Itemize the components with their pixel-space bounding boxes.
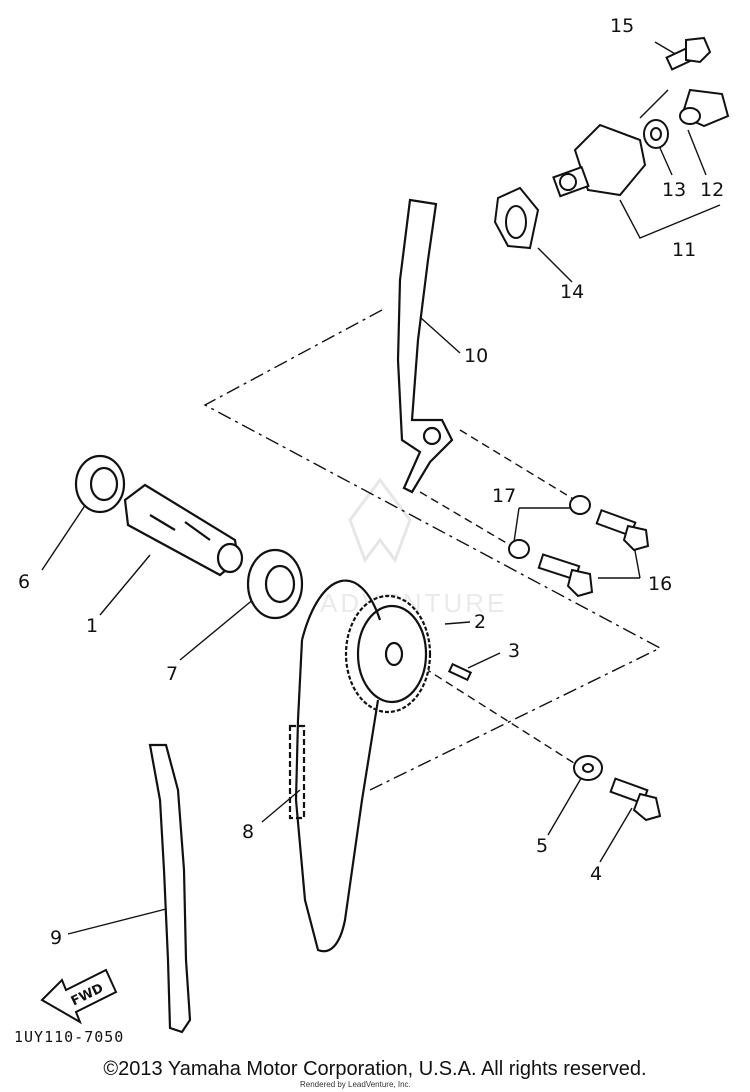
callout-15: 15 — [610, 15, 634, 37]
part-8-chain — [288, 579, 382, 953]
callout-1: 1 — [86, 615, 98, 637]
callout-11: 11 — [672, 239, 696, 261]
callout-3: 3 — [508, 640, 520, 662]
callout-2: 2 — [474, 611, 486, 633]
callout-12: 12 — [700, 179, 724, 201]
fwd-arrow: FWD — [40, 968, 118, 1025]
callout-10: 10 — [464, 345, 488, 367]
part-1-camshaft — [123, 483, 244, 577]
callout-7: 7 — [166, 663, 178, 685]
callout-14: 14 — [560, 281, 584, 303]
callout-4: 4 — [590, 863, 602, 885]
callout-5: 5 — [536, 835, 548, 857]
assembly-frame — [203, 309, 662, 791]
callout-16: 16 — [648, 573, 672, 595]
part-10-guide — [396, 198, 454, 494]
part-13-washer — [643, 119, 669, 149]
part-12-plug — [679, 88, 730, 128]
watermark-logo: ADVENTURE — [320, 477, 504, 618]
callout-17: 17 — [492, 485, 516, 507]
part-15-bolt — [665, 36, 712, 71]
rendered-by-note: Rendered by LeadVenture, Inc. — [300, 1080, 411, 1089]
part-5-washer — [573, 755, 603, 781]
part-14-gasket — [493, 186, 540, 250]
part-6-bearing — [74, 454, 126, 514]
part-3-pin — [447, 662, 473, 682]
part-9-guide — [148, 743, 192, 1034]
part-4-bolt — [609, 777, 662, 822]
callout-9: 9 — [50, 927, 62, 949]
part-17-washers — [508, 495, 591, 559]
callout-6: 6 — [18, 571, 30, 593]
part-11-tensioner — [552, 123, 647, 198]
copyright-notice: ©2013 Yamaha Motor Corporation, U.S.A. A… — [103, 1058, 647, 1080]
diagram-code: 1UY110-7050 — [14, 1028, 124, 1046]
part-7-bearing — [246, 548, 304, 620]
part-2-sprocket — [344, 594, 432, 714]
callout-13: 13 — [662, 179, 686, 201]
callout-8: 8 — [242, 821, 254, 843]
part-16-bolts — [537, 508, 650, 598]
